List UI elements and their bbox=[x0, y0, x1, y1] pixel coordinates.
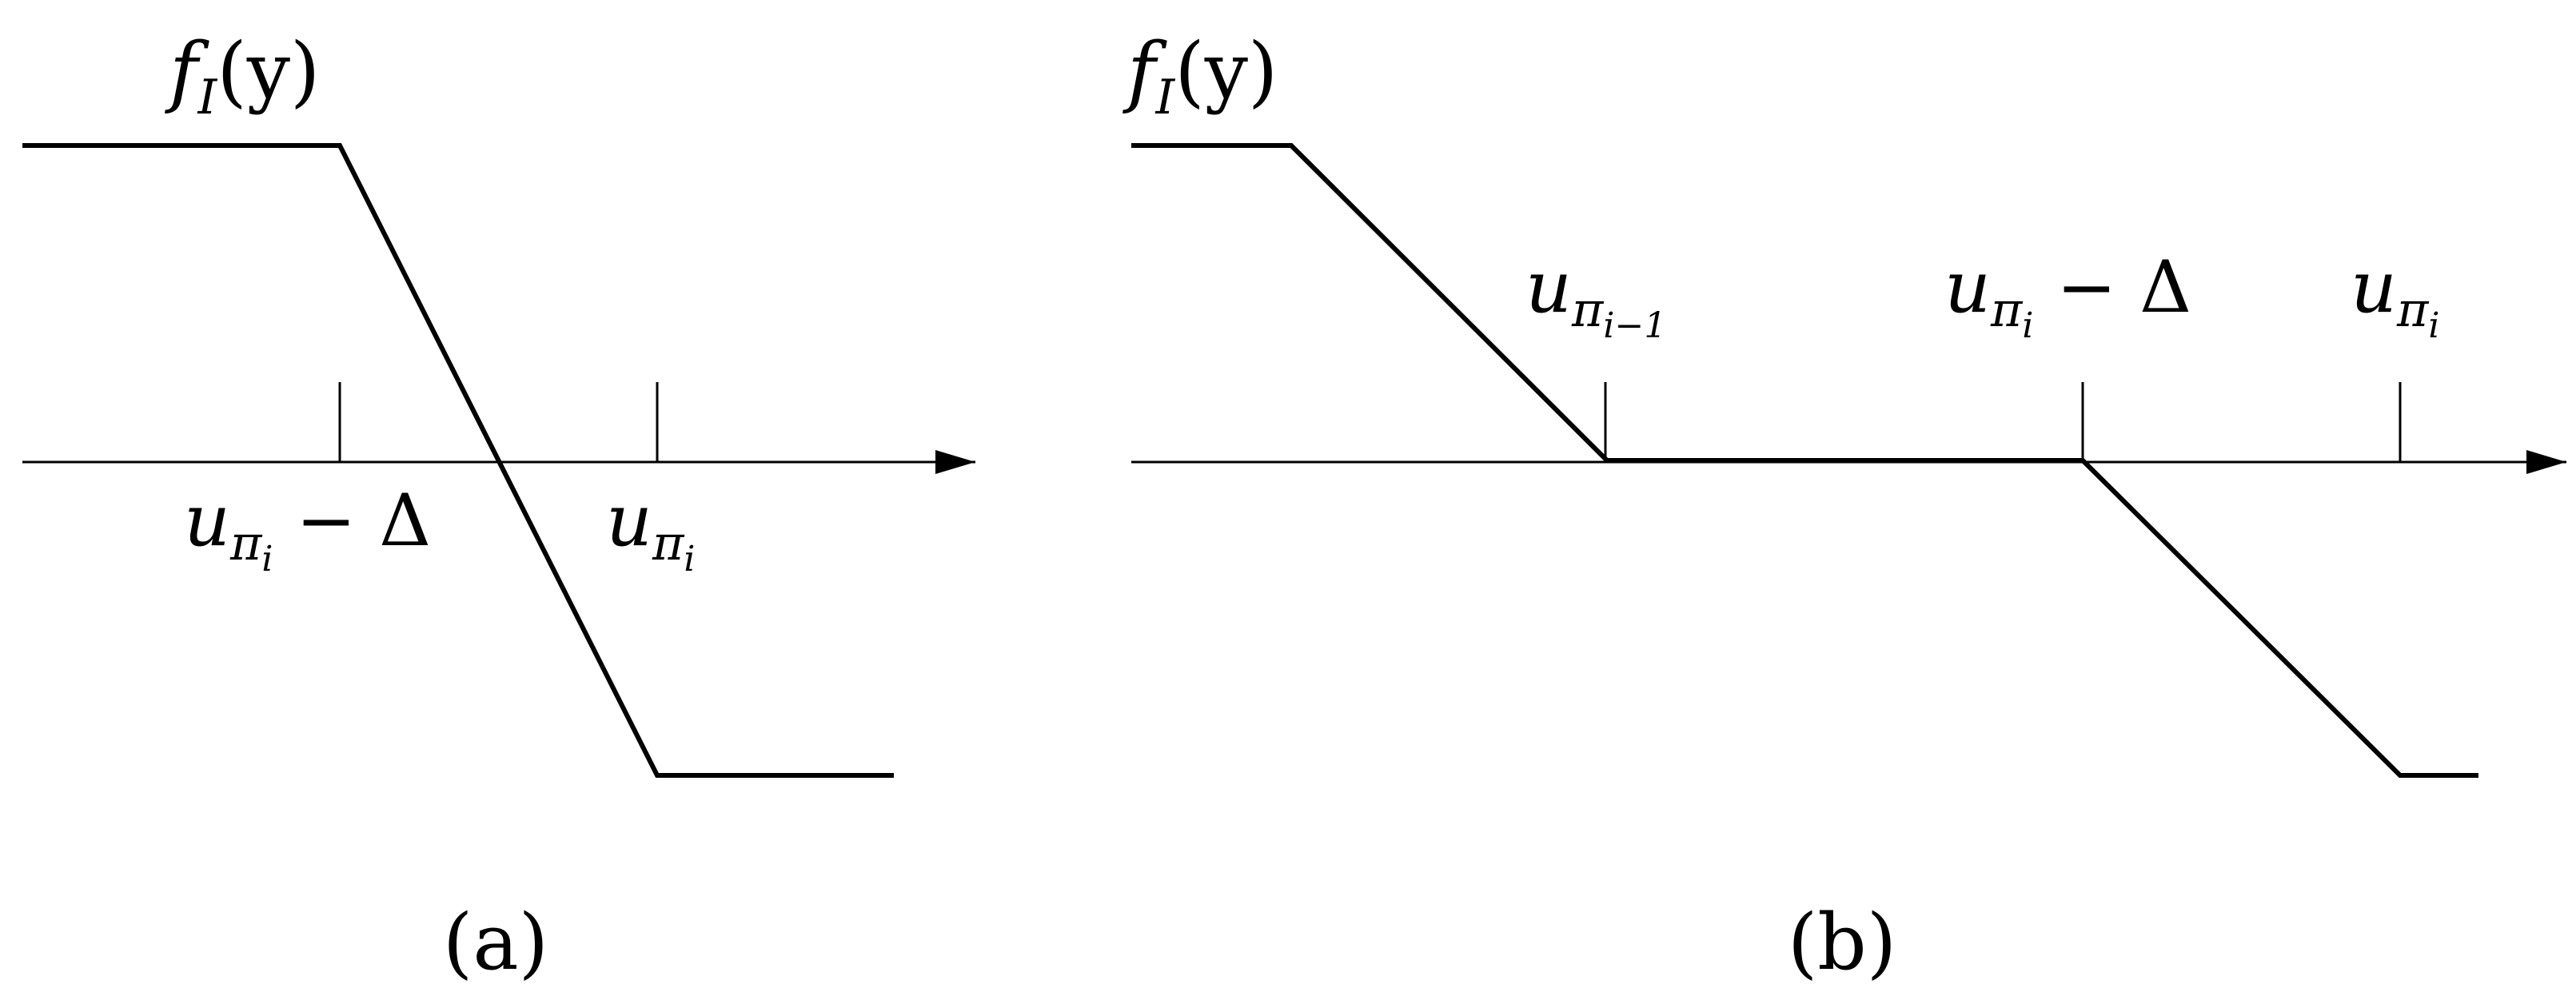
panel-b-function-label: fI(y) bbox=[1123, 26, 1278, 125]
panel-a-function-label: fI(y) bbox=[165, 26, 320, 125]
panel-a-tick-label-2: uπi bbox=[606, 479, 695, 580]
panel-b-tick-label-1: uπi−1 bbox=[1525, 245, 1666, 346]
panel-a: fI(y) uπi − Δ uπi (a) bbox=[22, 26, 975, 987]
panel-b-tick-label-2: uπi − Δ bbox=[1944, 245, 2191, 346]
panel-a-caption: (a) bbox=[443, 898, 548, 987]
panel-b-function-curve bbox=[1131, 143, 2478, 778]
panel-a-function-curve bbox=[22, 143, 894, 778]
panel-b-tick-label-3: uπi bbox=[2351, 245, 2439, 346]
panel-b: fI(y) uπi−1 uπi − Δ uπi (b) bbox=[1123, 26, 2566, 987]
panel-b-caption: (b) bbox=[1788, 898, 1896, 987]
panel-a-tick-label-1: uπi − Δ bbox=[184, 479, 431, 580]
